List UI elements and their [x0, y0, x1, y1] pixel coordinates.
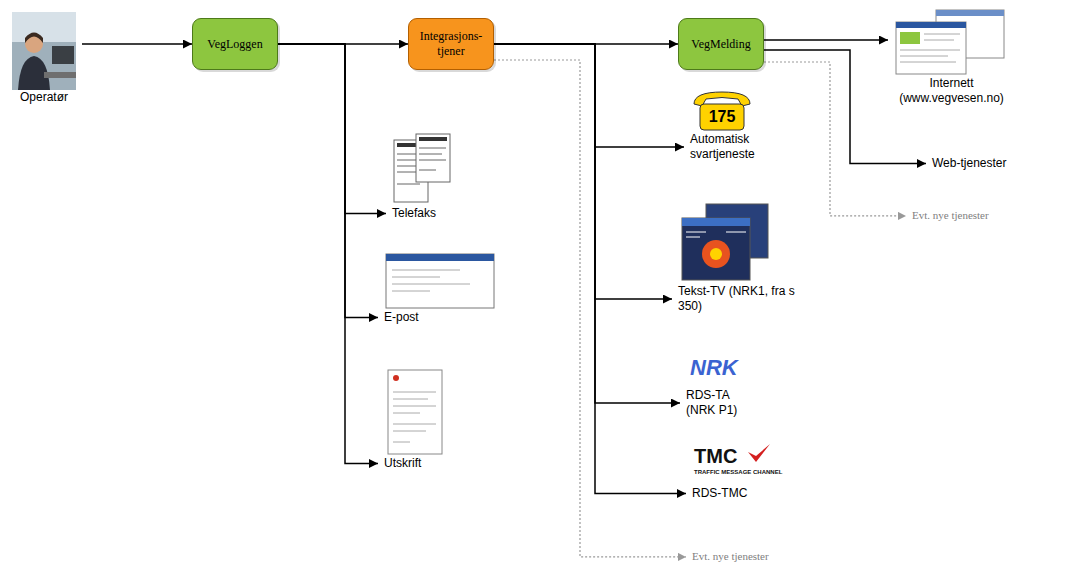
icon-space	[392, 134, 452, 206]
photo-ground	[12, 12, 76, 90]
web-window	[896, 22, 966, 74]
future-channel: Evt. nye tjenester	[906, 207, 995, 225]
flow-arrow	[278, 44, 378, 464]
output-channel: Internett (www.vegvesen.no)	[888, 8, 1015, 108]
printout-icon	[388, 370, 442, 454]
output-channel: Automatisk svartjeneste	[684, 88, 791, 164]
teletext-burst-core	[710, 248, 722, 260]
node-text: Tekst-TV (NRK1, fra s 350)	[678, 284, 798, 314]
dotted-arrow	[764, 62, 906, 216]
output-channel: E-post	[378, 250, 502, 327]
phone-icon	[694, 92, 750, 130]
flow-arrow	[494, 44, 680, 403]
output-channel: Tekst-TV (NRK1, fra s 350)	[672, 200, 804, 316]
tmc-tick	[748, 444, 770, 462]
teletext-burst	[702, 240, 730, 268]
flow-arrow	[278, 44, 378, 318]
web-lines	[900, 34, 960, 62]
dotted-arrow	[494, 60, 686, 557]
node-text: VegLoggen	[207, 37, 262, 52]
teletext-header	[682, 218, 750, 226]
web-icon	[896, 10, 1004, 74]
logo-text: NRK	[690, 356, 750, 380]
flow-arrow	[494, 44, 672, 299]
email-window	[386, 254, 494, 308]
phone-base	[700, 104, 744, 130]
email-lines	[392, 270, 470, 291]
teletext-icon	[682, 204, 768, 280]
node-text: Telefaks	[392, 206, 452, 221]
icon-space	[12, 12, 76, 90]
web-block	[900, 32, 920, 44]
operator: Operatør	[6, 10, 82, 107]
fax-sheet	[416, 134, 450, 182]
logo-text: TMC	[694, 445, 744, 467]
fax-lines	[419, 148, 446, 170]
teletext-lines	[686, 232, 746, 237]
photo-monitor	[52, 46, 74, 64]
node-text: RDS-TMC	[692, 486, 772, 501]
teletext-screen	[682, 218, 750, 280]
photo-window	[12, 12, 76, 42]
node-text: Evt. nye tjenester	[692, 550, 769, 564]
node-text: Automatisk svartjeneste	[690, 132, 785, 162]
web-titlebar	[936, 10, 1004, 16]
icon-space	[894, 10, 1009, 76]
printout-lines	[393, 392, 436, 442]
fax-icon	[394, 134, 450, 202]
node-text: Web-tjenester	[932, 156, 1006, 171]
flow-arrow	[494, 44, 686, 494]
printout-sheet	[388, 370, 442, 454]
output-channel: Web-tjenester	[926, 154, 1012, 173]
icon-space	[384, 368, 448, 456]
photo-hair	[25, 33, 43, 44]
flow-arrow	[764, 50, 926, 164]
process-box: Integrasjons- tjener	[408, 18, 494, 70]
logo-subtext: TRAFFIC MESSAGE CHANNEL	[694, 469, 782, 476]
node-text: Evt. nye tjenester	[912, 209, 989, 223]
email-titlebar	[386, 254, 494, 261]
photo-desk	[44, 72, 76, 78]
process-box: VegLoggen	[192, 18, 278, 70]
node-text: Integrasjons- tjener	[415, 29, 487, 59]
node-text: E-post	[384, 310, 496, 325]
flow-arrow	[82, 43, 192, 45]
node-text: Operatør	[12, 90, 76, 105]
node-text: Internett (www.vegvesen.no)	[896, 76, 1008, 106]
node-text: RDS-TA (NRK P1)	[686, 388, 746, 418]
output-channel: Telefaks	[386, 132, 458, 223]
email-icon	[386, 254, 494, 308]
operator-photo	[12, 12, 76, 90]
node-text: Utskrift	[384, 456, 448, 471]
process-box: VegMelding	[678, 18, 764, 70]
output-channel: Utskrift	[378, 366, 454, 473]
flow-arrow	[278, 44, 386, 214]
phone-number: 175	[700, 108, 744, 126]
icon-space	[678, 202, 773, 284]
icon-space	[384, 252, 496, 310]
flow-arrow	[764, 39, 888, 41]
printout-logo	[393, 375, 399, 381]
fax-header	[419, 137, 447, 141]
web-titlebar	[896, 22, 966, 28]
tmc-logo	[748, 444, 770, 462]
node-text: VegMelding	[691, 37, 750, 52]
future-channel: Evt. nye tjenester	[686, 548, 775, 566]
